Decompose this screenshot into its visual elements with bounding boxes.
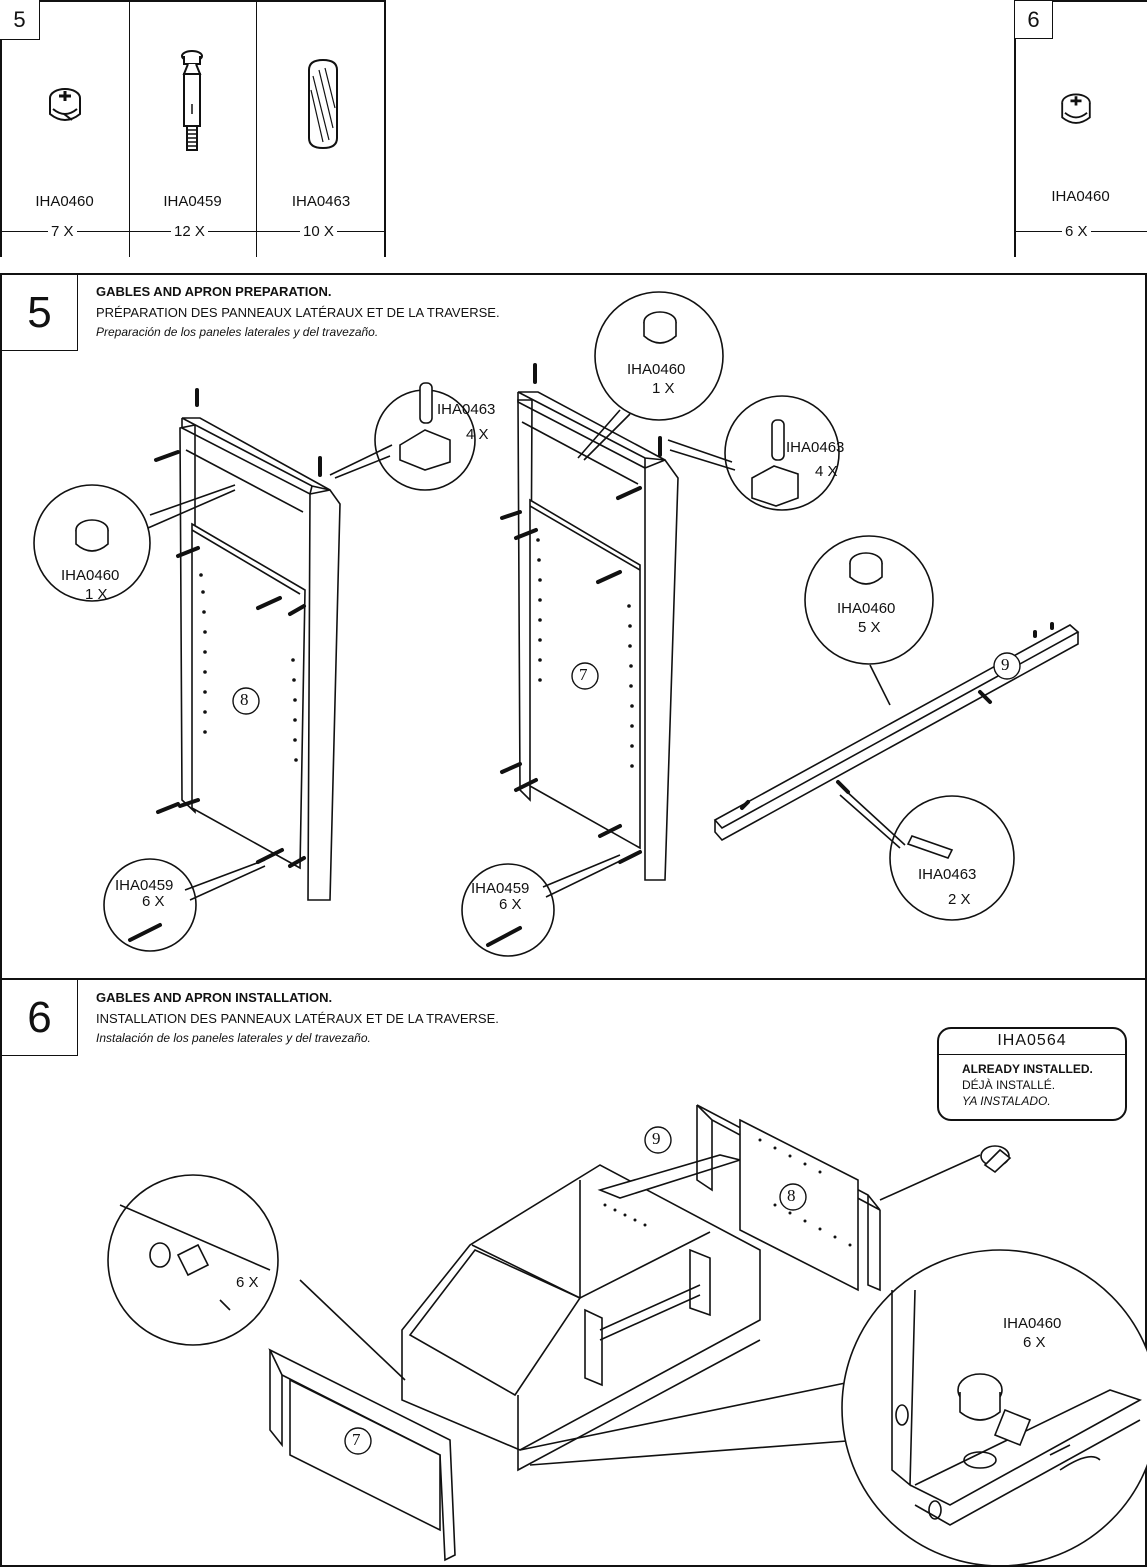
callout-code: IHA0460 [61,567,120,584]
callout-code: IHA0463 [918,866,977,883]
step5-number: 5 [2,275,78,351]
cam-lock-icon [49,88,81,121]
note-es: YA INSTALADO. [962,1094,1051,1108]
part-8-marker [232,687,260,715]
parts-panel-step5 [0,0,386,257]
callout-qty: 1 X [652,380,675,397]
callout-qty: 4 X [815,463,838,480]
already-installed-note: IHA0564 ALREADY INSTALLED. DÉJÀ INSTALLÉ… [937,1027,1127,1121]
callout-code: IHA0463 [786,439,845,456]
step6-panel [0,978,1147,1567]
callout-code: IHA0459 [115,877,174,894]
callout-qty: 2 X [948,891,971,908]
part-9-label: 9 [1001,655,1010,674]
part-9-label: 9 [652,1129,661,1148]
step5-illustration [33,291,1080,957]
step6-title-en: GABLES AND APRON INSTALLATION. [96,990,333,1005]
part-7-marker [571,662,599,690]
callout-qty: 4 X [466,426,489,443]
detail-right-code: IHA0460 [1003,1315,1062,1332]
part-9-marker [644,1126,672,1154]
step5-title-es: Preparación de los paneles laterales y d… [96,325,379,339]
step6-title-es: Instalación de los paneles laterales y d… [96,1031,371,1045]
callout-qty: 6 X [499,896,522,913]
part-qty: 12 X [171,223,208,240]
part-qty: 7 X [48,223,77,240]
part-code: IHA0460 [1051,188,1110,205]
note-divider [939,1054,1125,1055]
detail-left-qty: 6 X [236,1274,259,1291]
note-code: IHA0564 [997,1032,1067,1049]
callout-qty: 5 X [858,619,881,636]
part-code: IHA0459 [163,193,222,210]
callout-qty: 1 X [85,586,108,603]
part-7-label: 7 [579,665,588,684]
parts-divider [256,0,257,257]
part-9-marker [993,652,1021,680]
part-8-label: 8 [787,1186,796,1205]
step6-title-fr: INSTALLATION DES PANNEAUX LATÉRAUX ET DE… [96,1011,499,1026]
callout-qty: 6 X [142,893,165,910]
wooden-dowel-icon [308,58,338,150]
note-fr: DÉJÀ INSTALLÉ. [962,1078,1056,1092]
part-8-label: 8 [240,690,249,709]
part-qty: 6 X [1062,223,1091,240]
detail-right-qty: 6 X [1023,1334,1046,1351]
step5-title-fr: PRÉPARATION DES PANNEAUX LATÉRAUX ET DE … [96,305,500,320]
part-qty: 10 X [300,223,337,240]
step5-title-en: GABLES AND APRON PREPARATION. [96,284,332,299]
cam-lock-icon [1061,93,1091,124]
step6-number: 6 [2,980,78,1056]
parts-step-number: 5 [0,0,40,40]
callout-code: IHA0459 [471,880,530,897]
callout-code: IHA0463 [437,401,496,418]
step6-illustration [107,1104,1147,1565]
parts-step-number: 6 [1015,1,1053,39]
callout-code: IHA0460 [837,600,896,617]
part-code: IHA0460 [35,193,94,210]
part-code: IHA0463 [291,193,351,210]
callout-code: IHA0460 [627,361,686,378]
parts-divider [129,0,130,257]
parts-panel-step6 [1014,0,1147,257]
part-7-label: 7 [352,1430,361,1449]
part-7-marker [344,1427,372,1455]
part-8-marker [779,1183,807,1211]
note-en: ALREADY INSTALLED. [962,1062,1093,1076]
cam-bolt-icon [181,50,203,151]
